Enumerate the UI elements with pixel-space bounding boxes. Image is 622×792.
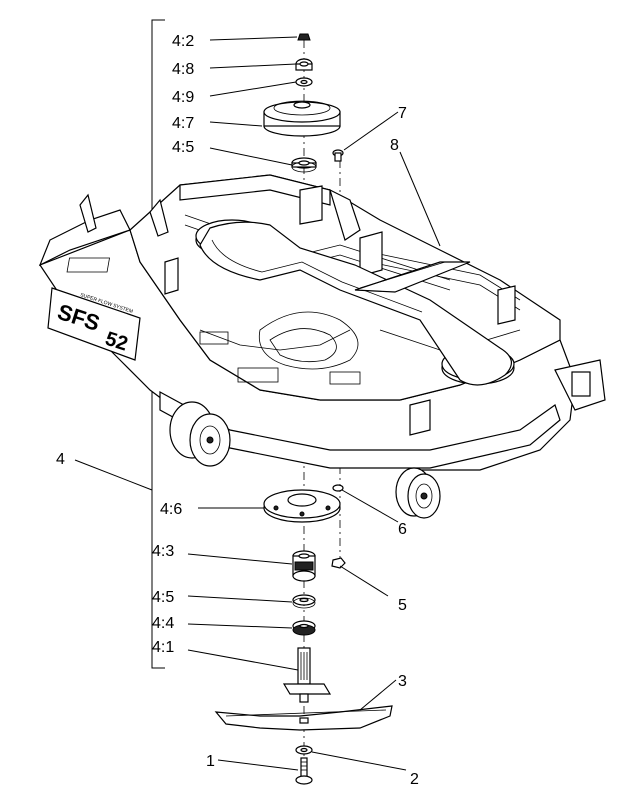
callout-8: 8 [390, 137, 399, 154]
callout-4-9: 4:9 [172, 89, 194, 106]
callout-4-2: 4:2 [172, 33, 194, 50]
callout-5: 5 [398, 597, 407, 614]
left-castor-wheel [169, 401, 231, 467]
part-4-1-spindle-shaft [282, 647, 332, 703]
part-4-8-nut [295, 58, 313, 71]
callout-4-5-top: 4:5 [172, 139, 194, 156]
part-2-washer [295, 745, 313, 755]
callout-7: 7 [398, 105, 407, 122]
part-4-2-nut-cap [297, 33, 311, 41]
callout-4: 4 [56, 451, 65, 468]
callout-4-5-bottom: 4:5 [152, 589, 174, 606]
part-4-5-top-bearing [291, 157, 317, 173]
part-4-6-spindle-housing [263, 489, 341, 523]
part-4-4-seal [292, 620, 316, 636]
part-7-bolt [332, 149, 344, 162]
callout-4-7: 4:7 [172, 115, 194, 132]
callout-4-3: 4:3 [152, 543, 174, 560]
part-3-blade [214, 705, 393, 731]
part-1-blade-bolt [295, 757, 313, 785]
part-6-washer [332, 484, 344, 492]
callout-4-8: 4:8 [172, 61, 194, 78]
callout-6: 6 [398, 521, 407, 538]
callout-2: 2 [410, 771, 419, 788]
part-4-7-pulley [263, 100, 341, 137]
callout-labels: 4:2 4:8 4:9 4:7 4:5 7 8 4 4:6 6 4:3 4:5 … [56, 33, 419, 788]
callout-4-1: 4:1 [152, 639, 174, 656]
part-4-3-bearing-housing [292, 550, 316, 582]
right-castor-wheel [395, 467, 441, 519]
callout-4-4: 4:4 [152, 615, 174, 632]
callout-1: 1 [206, 753, 215, 770]
part-4-5-bottom-bearing [292, 594, 316, 609]
part-4-9-washer [295, 77, 313, 87]
callout-4-6: 4:6 [160, 501, 182, 518]
drive-belt [199, 221, 512, 386]
part-5-nut [331, 557, 346, 569]
callout-3: 3 [398, 673, 407, 690]
callout-leaders [74, 36, 441, 771]
